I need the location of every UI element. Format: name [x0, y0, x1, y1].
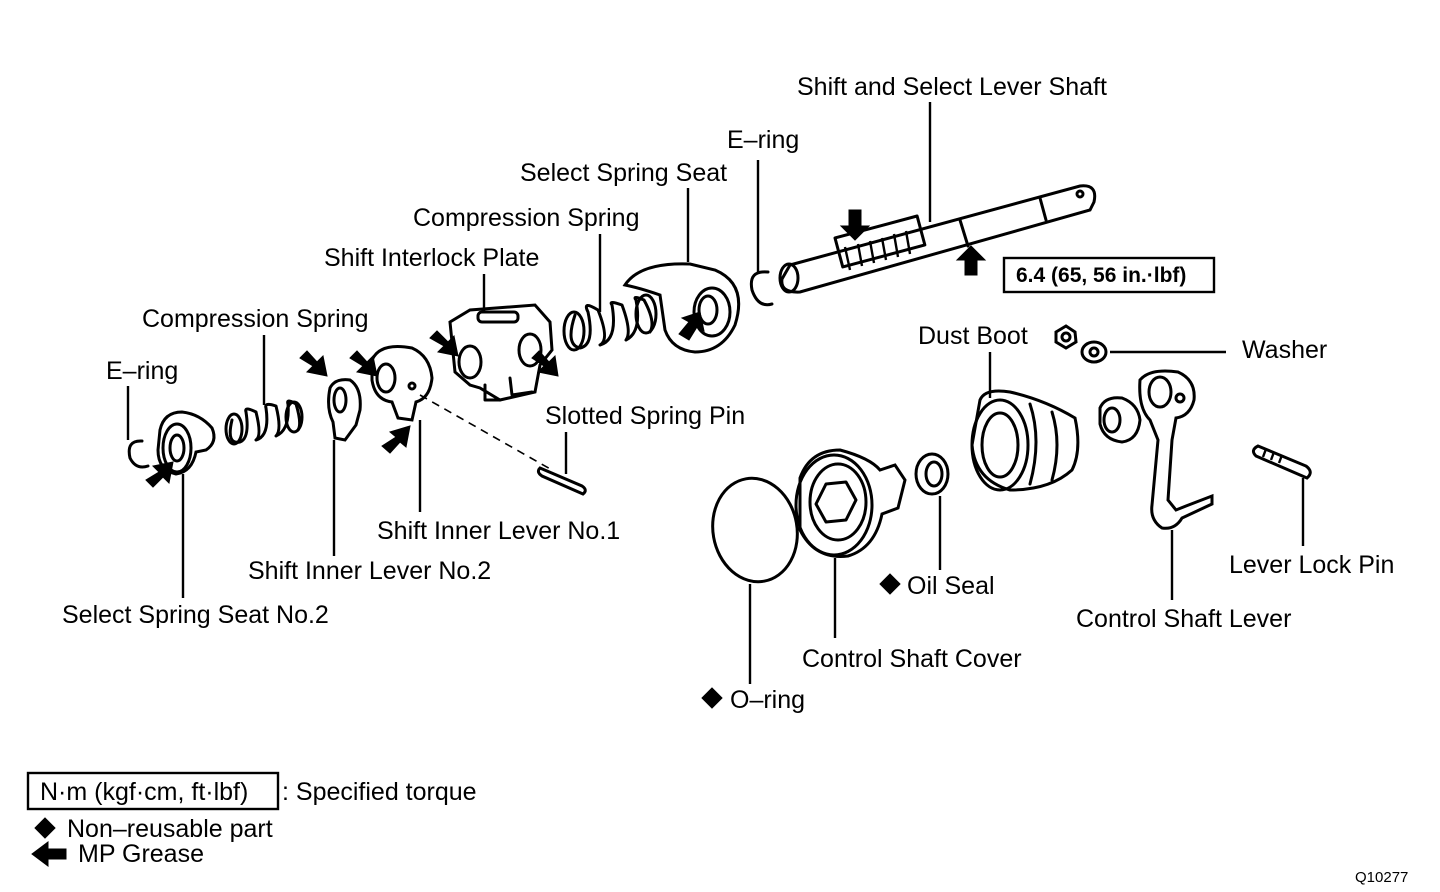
legend-torque-desc: : Specified torque — [282, 778, 477, 806]
compression-spring-top — [562, 293, 658, 352]
label-washer: Washer — [1242, 336, 1327, 364]
slotted-spring-pin — [536, 466, 587, 496]
label-shift-inner-lever-no2: Shift Inner Lever No.2 — [248, 557, 491, 585]
legend-non-reusable: Non–reusable part — [67, 815, 273, 843]
grease-arrow-icon — [381, 425, 411, 454]
o-ring-part — [711, 476, 799, 584]
grease-arrow-icon — [299, 350, 328, 377]
label-control-shaft-lever: Control Shaft Lever — [1076, 605, 1291, 633]
grease-arrow-icon — [429, 330, 459, 357]
legend-torque-unit: N·m (kgf·cm, ft·lbf) — [40, 778, 248, 806]
grease-arrow-icon — [531, 350, 559, 377]
nut — [1054, 324, 1078, 350]
label-dust-boot: Dust Boot — [918, 322, 1028, 350]
legend-grease: MP Grease — [78, 840, 204, 868]
e-ring-left — [127, 439, 150, 469]
control-shaft-cover — [794, 448, 907, 558]
diamond-icon — [879, 573, 901, 595]
control-shaft-lever — [1098, 369, 1214, 530]
lever-lock-pin — [1251, 444, 1312, 480]
legend: N·m (kgf·cm, ft·lbf) : Specified torque … — [26, 771, 477, 868]
compression-spring-left — [224, 399, 304, 446]
label-torque-spec: 6.4 (65, 56 in.·lbf) — [1016, 264, 1186, 287]
diamond-icon — [34, 817, 56, 839]
label-shift-interlock-plate: Shift Interlock Plate — [324, 244, 539, 272]
shift-inner-lever-no2 — [327, 378, 362, 442]
diamond-icon — [701, 687, 723, 709]
label-compression-spring-top: Compression Spring — [413, 204, 640, 232]
grease-arrows — [145, 209, 987, 488]
label-o-ring: O–ring — [730, 686, 805, 714]
figure-code: Q10277 — [1355, 869, 1408, 886]
e-ring-top — [749, 270, 774, 307]
label-lever-lock-pin: Lever Lock Pin — [1229, 551, 1394, 579]
grease-arrow-icon — [145, 461, 174, 488]
dust-boot — [970, 389, 1080, 492]
grease-arrow-icon — [349, 350, 378, 377]
label-oil-seal: Oil Seal — [907, 572, 995, 600]
label-slotted-spring-pin: Slotted Spring Pin — [545, 402, 745, 430]
label-e-ring-left: E–ring — [106, 357, 178, 385]
shift-interlock-plate — [448, 303, 554, 402]
grease-arrow-icon — [839, 209, 871, 241]
label-compression-spring-left: Compression Spring — [142, 305, 369, 333]
select-spring-seat — [622, 262, 741, 354]
label-select-spring-seat-no2: Select Spring Seat No.2 — [62, 601, 329, 629]
label-shift-select-lever-shaft: Shift and Select Lever Shaft — [797, 73, 1107, 101]
shift-inner-lever-no1 — [370, 345, 434, 422]
washer-part — [1080, 340, 1108, 364]
torque-spec-box — [1002, 256, 1216, 294]
label-e-ring-top: E–ring — [727, 126, 799, 154]
legend-torque-box — [26, 771, 280, 811]
grease-arrow-icon — [678, 311, 705, 341]
shift-select-lever-shaft — [778, 184, 1097, 294]
label-control-shaft-cover: Control Shaft Cover — [802, 645, 1022, 673]
leader-lines — [126, 102, 1305, 684]
oil-seal-part — [914, 452, 950, 496]
label-select-spring-seat: Select Spring Seat — [520, 159, 727, 187]
label-shift-inner-lever-no1: Shift Inner Lever No.1 — [377, 517, 620, 545]
grease-arrow-icon — [955, 245, 987, 276]
arrow-icon — [31, 841, 67, 867]
